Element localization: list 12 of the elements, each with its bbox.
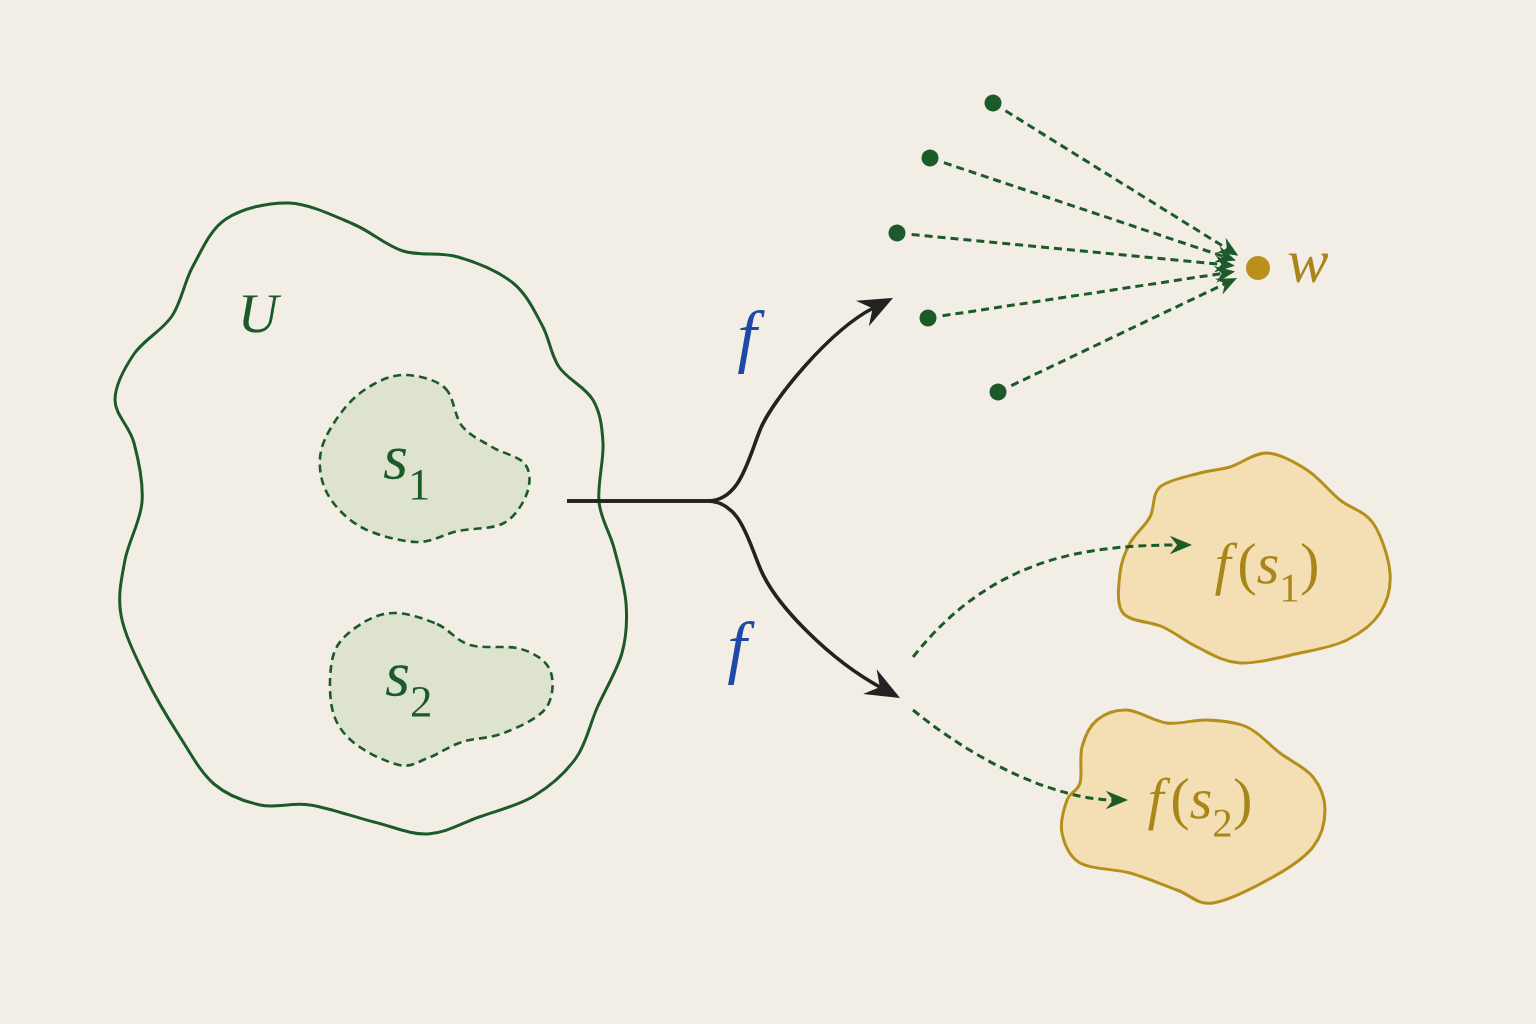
edge-label: f xyxy=(738,309,765,375)
point-label: w xyxy=(1288,253,1329,283)
dashed-blob: s$_{2}$ xyxy=(328,611,554,767)
point-dot xyxy=(989,383,1007,401)
point-dot xyxy=(984,94,1002,112)
point-dot xyxy=(919,309,937,327)
edge-label: f xyxy=(728,620,755,686)
dashed-blob: s$_{1}$ xyxy=(318,373,531,544)
point-dot xyxy=(921,149,939,167)
point-dot xyxy=(888,224,906,242)
filled-blob: f(s$_{2}$) xyxy=(1059,708,1327,905)
filled-blob: f(s$_{1}$) xyxy=(1116,451,1392,665)
